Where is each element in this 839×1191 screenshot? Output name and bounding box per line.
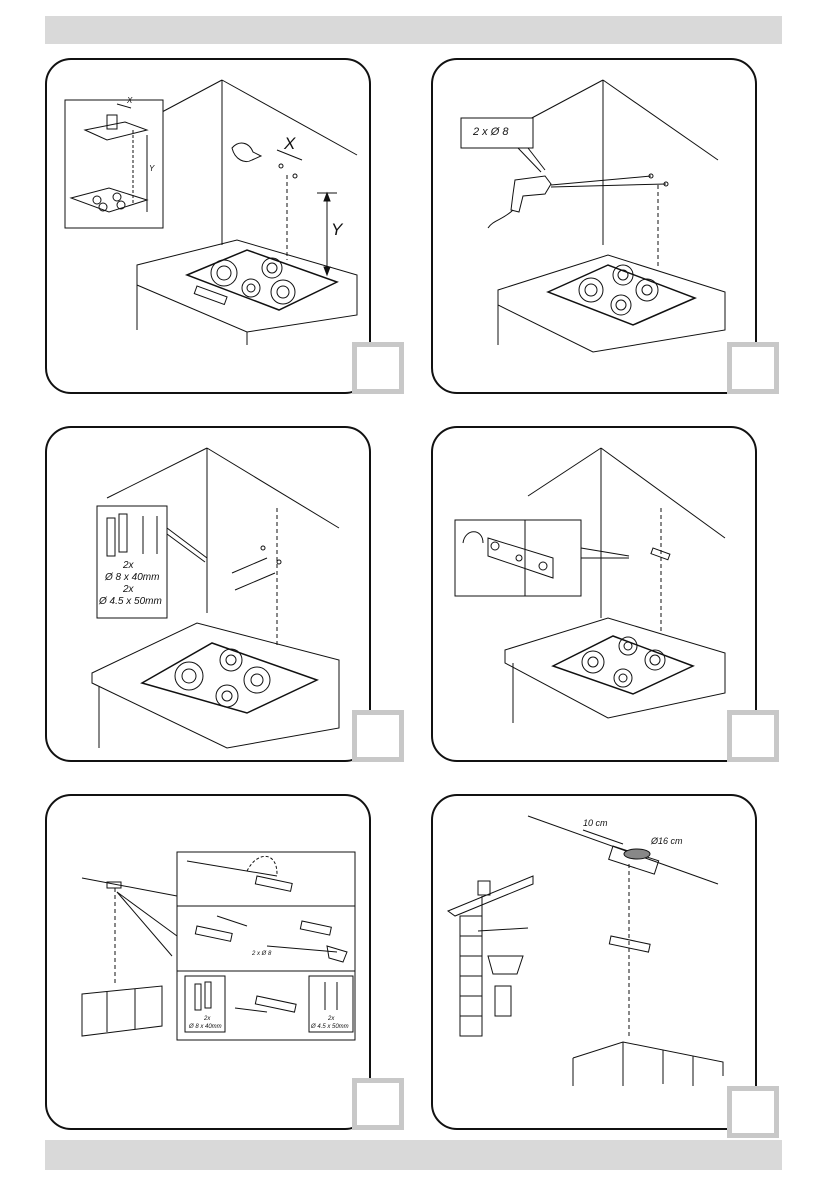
panel-step-6: 10 cm Ø16 cm bbox=[431, 794, 779, 1138]
diameter-label: Ø16 cm bbox=[651, 836, 683, 846]
plug-qty-label: 2x bbox=[204, 1016, 211, 1022]
wall-plug-illustration bbox=[91, 447, 340, 749]
panel-step-3: 2x Ø 8 x 40mm 2x Ø 4.5 x 50mm bbox=[45, 426, 404, 762]
plug-qty-label: 2x bbox=[123, 560, 134, 571]
drill-spec-label: 2 x Ø 8 bbox=[473, 126, 509, 138]
panel-step-4 bbox=[431, 426, 779, 762]
measure-y-label: Y bbox=[331, 220, 343, 239]
plug-size-label: Ø 8 x 40mm bbox=[105, 572, 160, 583]
distance-label: 10 cm bbox=[583, 818, 608, 828]
drilling-illustration bbox=[460, 79, 726, 353]
step-number-box bbox=[352, 710, 404, 762]
screw-qty-label: 2x bbox=[123, 584, 134, 595]
screw-size-label: Ø 4.5 x 50mm bbox=[99, 596, 162, 607]
ceiling-bracket-illustration bbox=[81, 851, 356, 1041]
step-number-box bbox=[352, 342, 404, 394]
plug-size-label: Ø 8 x 40mm bbox=[189, 1024, 222, 1030]
panel-step-1: X Y X Y bbox=[45, 58, 404, 394]
inset-x-label: X bbox=[127, 96, 133, 105]
header-bar bbox=[45, 16, 782, 44]
drill-spec-label: 2 x Ø 8 bbox=[252, 951, 272, 957]
bracket-screw-illustration bbox=[454, 447, 726, 723]
footer-bar bbox=[45, 1140, 782, 1170]
step-number-box bbox=[727, 1086, 779, 1138]
screw-qty-label: 2x bbox=[328, 1016, 335, 1022]
measure-x-label: X bbox=[284, 134, 296, 153]
hob-wall-measure-illustration bbox=[64, 79, 358, 345]
step-number-box bbox=[727, 342, 779, 394]
panel-step-5: 2 x Ø 8 2x Ø 8 x 40mm 2x Ø 4.5 x 50mm bbox=[45, 794, 404, 1130]
panel-step-2: 2 x Ø 8 bbox=[431, 58, 779, 394]
inset-y-label: Y bbox=[149, 164, 155, 173]
screw-size-label: Ø 4.5 x 50mm bbox=[311, 1024, 349, 1030]
step-number-box bbox=[352, 1078, 404, 1130]
step-number-box bbox=[727, 710, 779, 762]
ceiling-duct-illustration bbox=[446, 815, 724, 1086]
